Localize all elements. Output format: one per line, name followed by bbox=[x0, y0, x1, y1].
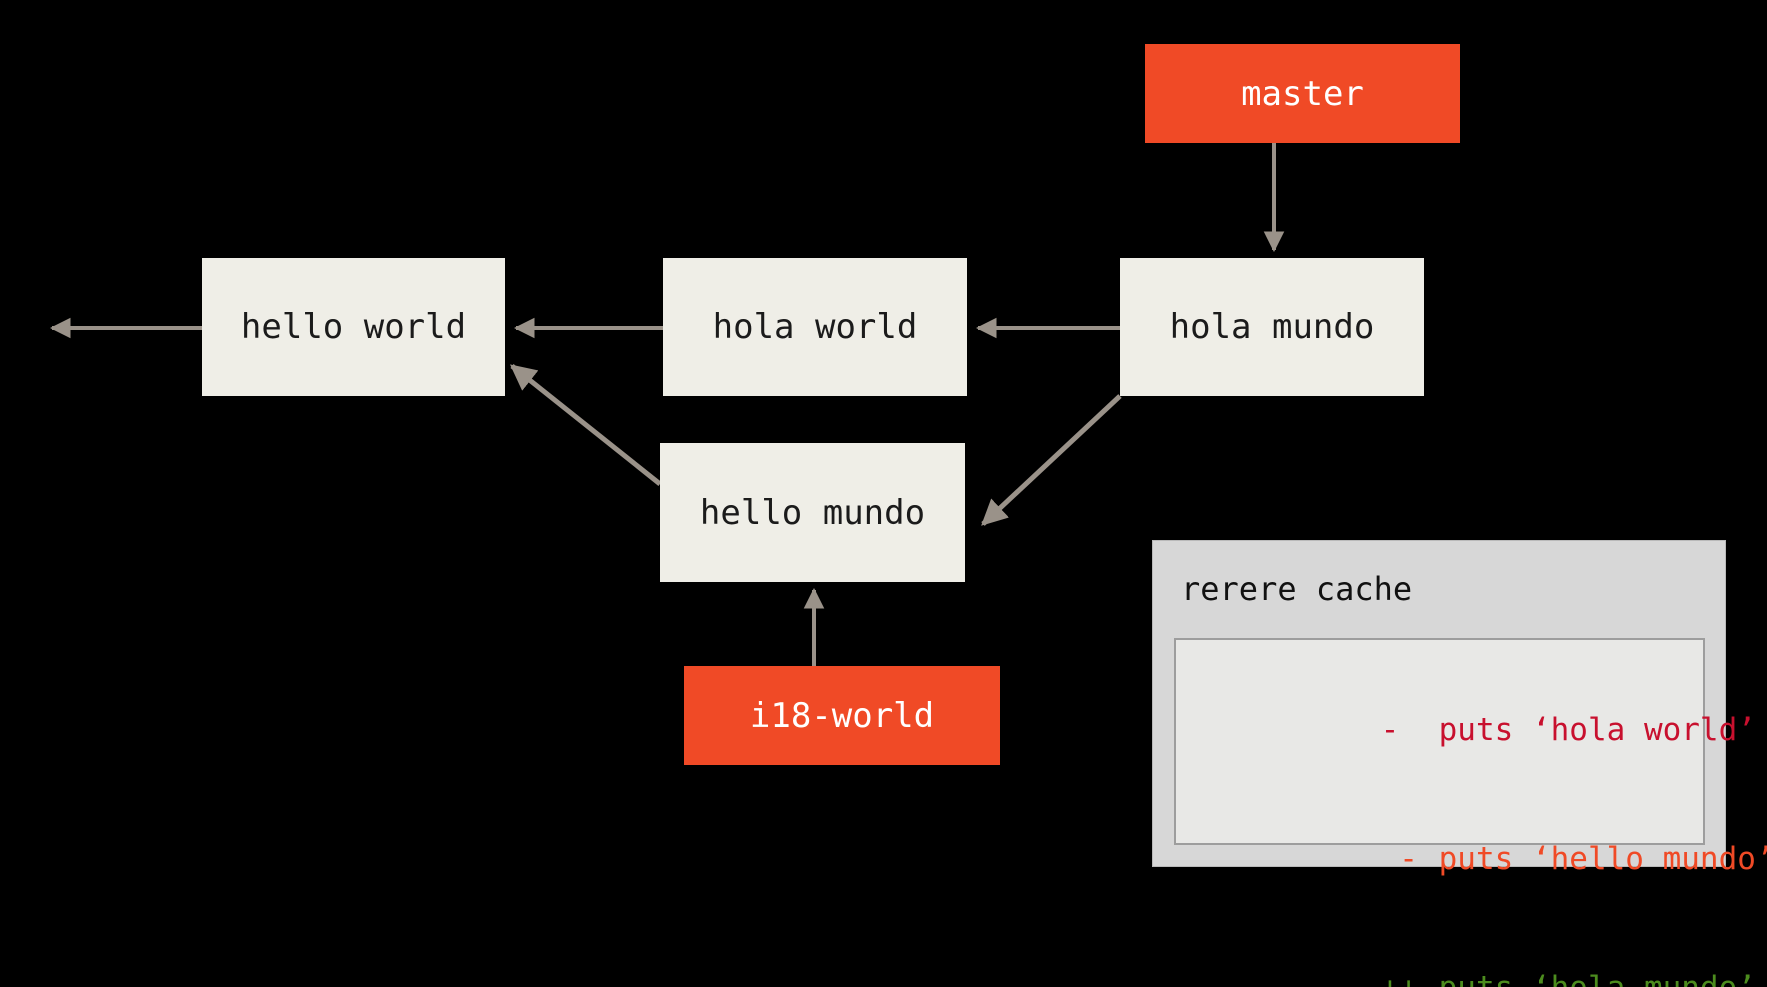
diff-line: -puts ‘hello mundo’ bbox=[1176, 795, 1767, 924]
diff-marker: ++ bbox=[1381, 967, 1439, 987]
branch-label-master[interactable]: master bbox=[1145, 44, 1460, 143]
edge-hola-mundo-to-hello-mundo bbox=[981, 394, 1122, 526]
commit-label: hello world bbox=[240, 307, 467, 347]
rerere-cache-panel: rerere cache -puts ‘hola world’ -puts ‘h… bbox=[1152, 540, 1767, 987]
commit-node-hola-world[interactable]: hola world bbox=[663, 258, 967, 396]
branch-name: master bbox=[1241, 73, 1364, 114]
diff-text: puts ‘hola mundo’ bbox=[1439, 970, 1756, 987]
commit-node-hola-mundo[interactable]: hola mundo bbox=[1120, 258, 1424, 396]
rerere-diff-box: -puts ‘hola world’ -puts ‘hello mundo’ +… bbox=[1174, 638, 1767, 987]
rerere-diff-lines: -puts ‘hola world’ -puts ‘hello mundo’ +… bbox=[1176, 666, 1767, 987]
diff-text: puts ‘hello mundo’ bbox=[1438, 841, 1767, 877]
commit-label: hello mundo bbox=[699, 492, 926, 533]
diff-marker: - bbox=[1380, 841, 1418, 877]
diff-text: puts ‘hola world’ bbox=[1438, 712, 1756, 748]
branch-label-i18-world[interactable]: i18-world bbox=[684, 666, 1000, 765]
commit-label: hola world bbox=[712, 307, 918, 347]
commit-node-hello-mundo[interactable]: hello mundo bbox=[660, 443, 965, 582]
commit-label: hola mundo bbox=[1169, 307, 1375, 347]
rerere-cache-title: rerere cache bbox=[1181, 570, 1413, 608]
edge-hello-mundo-to-hello-world bbox=[509, 364, 662, 486]
commit-node-hello-world[interactable]: hello world bbox=[202, 258, 505, 396]
branch-name: i18-world bbox=[749, 695, 935, 736]
diff-marker: - bbox=[1380, 712, 1400, 748]
diff-line: ++puts ‘hola mundo’ bbox=[1176, 924, 1756, 987]
diff-line: - puts ‘hola world’ bbox=[1176, 666, 1756, 795]
